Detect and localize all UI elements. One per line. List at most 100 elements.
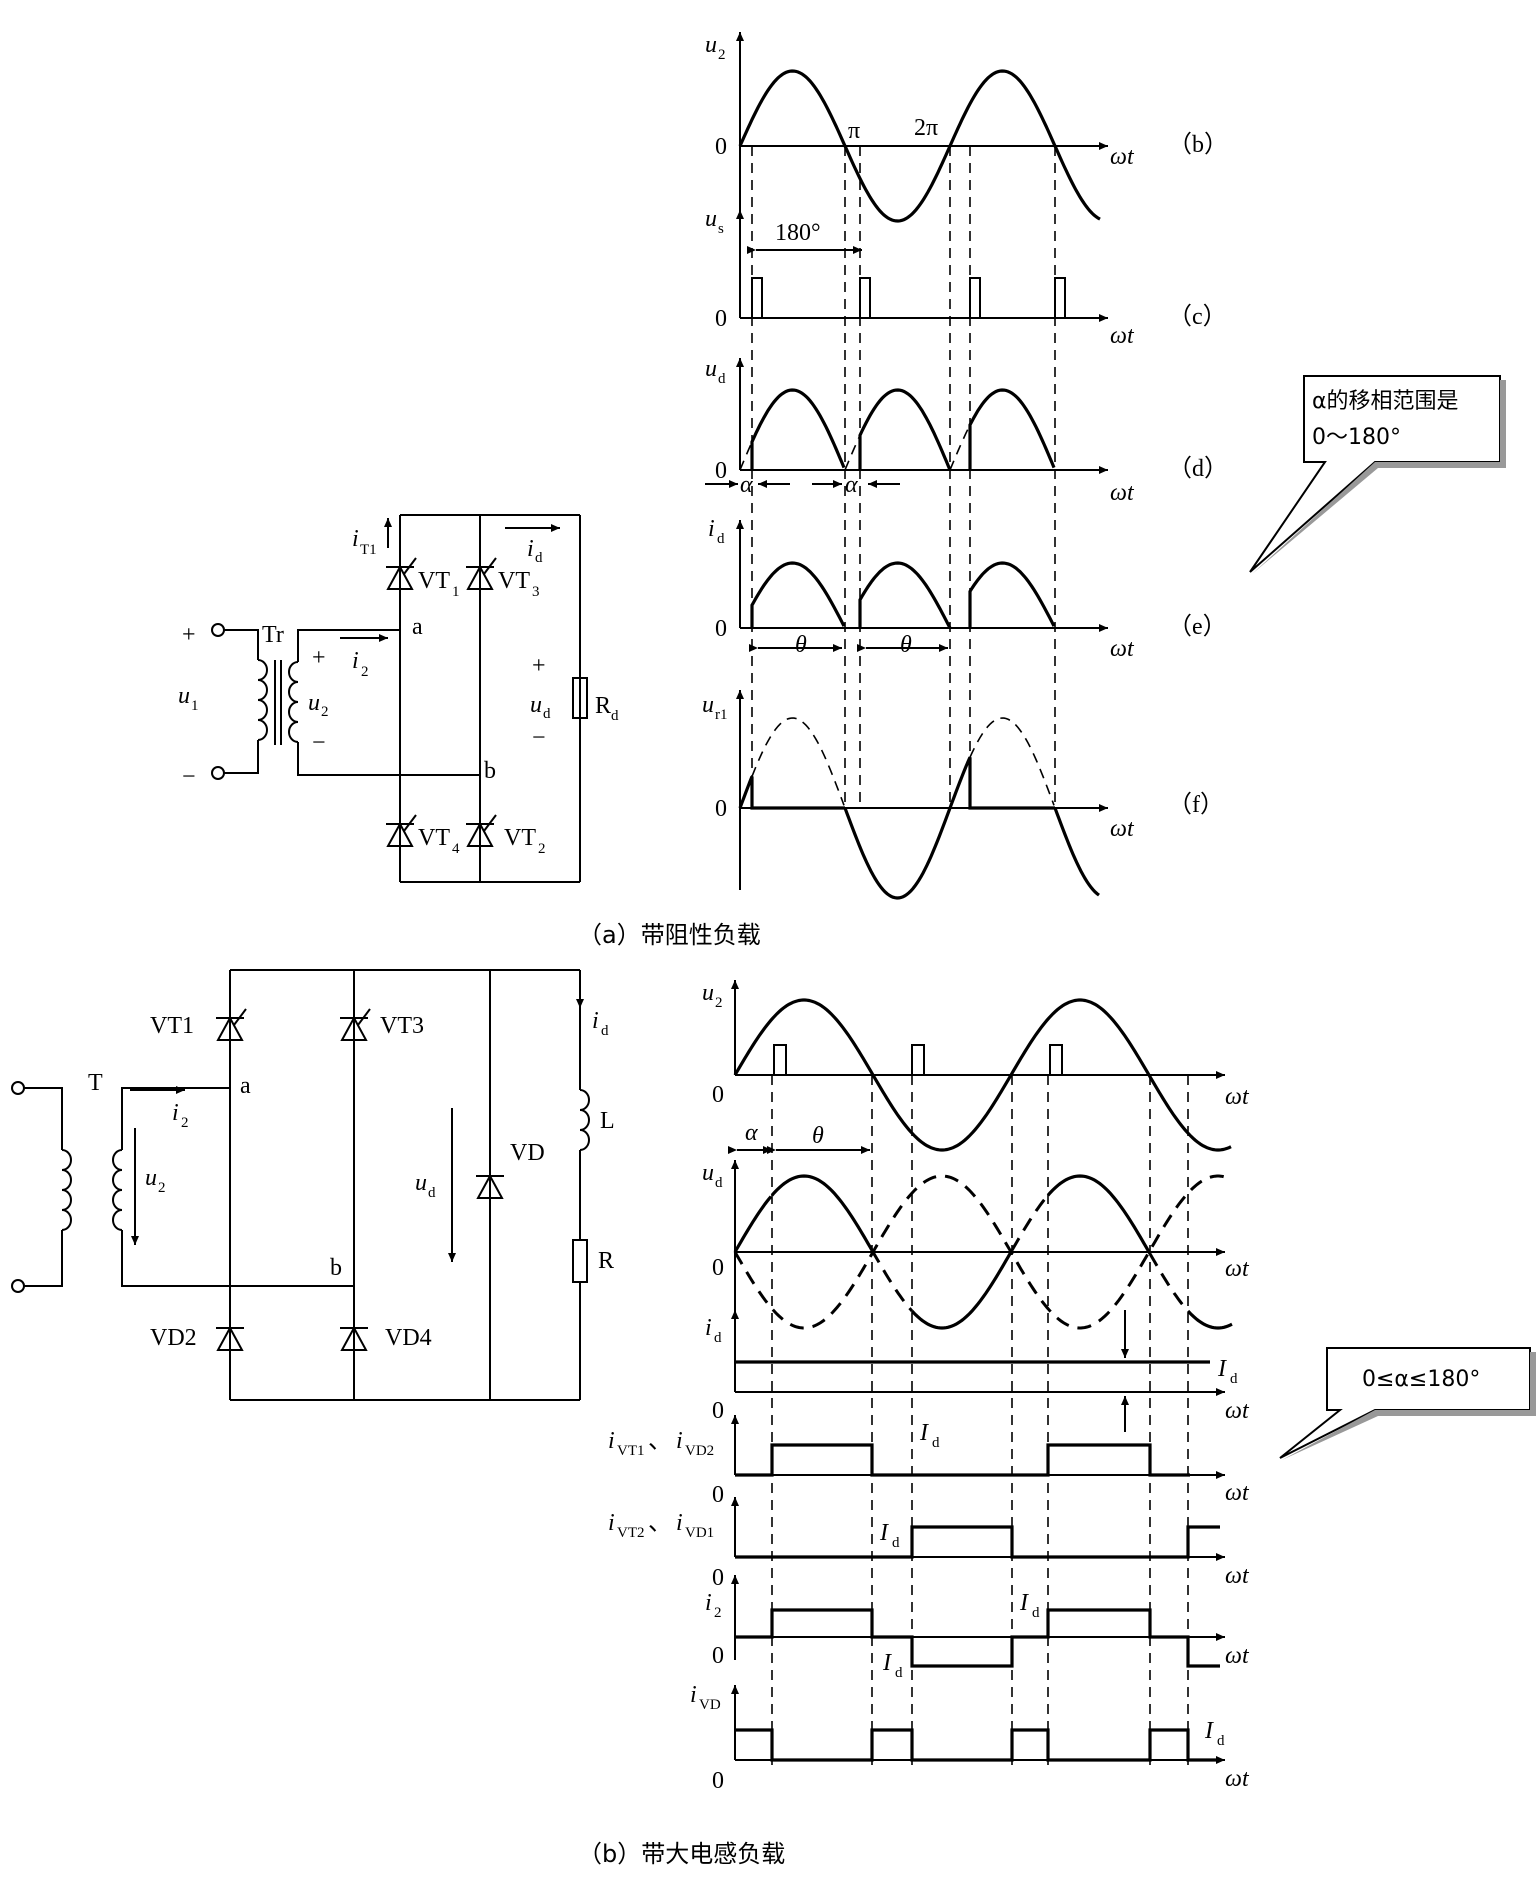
svg-text:0: 0 xyxy=(712,1255,724,1281)
svg-text:180°: 180° xyxy=(775,220,821,246)
svg-text:i: i xyxy=(527,536,534,562)
svg-text:d: d xyxy=(1230,1371,1238,1387)
b-trigger-pulses xyxy=(773,1044,1063,1075)
callout-bottom: 0≤α≤180° xyxy=(1279,1347,1536,1460)
svg-text:ωt: ωt xyxy=(1225,1084,1250,1110)
svg-text:T: T xyxy=(88,1070,103,1096)
top-circuit: + − u 1 Tr + − u 2 i 2 a b VT xyxy=(178,514,619,883)
resistor-rd xyxy=(572,677,588,719)
svg-text:0: 0 xyxy=(712,1643,724,1669)
svg-text:i: i xyxy=(172,1100,179,1126)
svg-text:1: 1 xyxy=(452,584,460,600)
svg-text:s: s xyxy=(718,221,724,237)
bottom-circuit: T i 2 u 2 a b VT1 VT3 xyxy=(11,969,615,1401)
svg-text:、: 、 xyxy=(648,1510,672,1536)
b-ivd-waveform xyxy=(735,1728,1220,1762)
svg-text:u: u xyxy=(415,1170,427,1196)
transformer-label: Tr xyxy=(262,622,284,648)
svg-text:VT: VT xyxy=(504,825,536,851)
ur1-waveform xyxy=(738,756,1100,900)
svg-text:ωt: ωt xyxy=(1110,636,1135,662)
svg-text:a: a xyxy=(240,1073,251,1099)
svg-text:ωt: ωt xyxy=(1225,1256,1250,1282)
svg-text:（b）: （b） xyxy=(1168,132,1228,158)
svg-text:α: α xyxy=(740,472,753,498)
b-ivt2-waveform xyxy=(735,1525,1220,1559)
svg-text:VD: VD xyxy=(510,1140,545,1166)
svg-text:2π: 2π xyxy=(914,115,938,141)
b-secondary-winding xyxy=(112,1149,123,1231)
svg-text:3: 3 xyxy=(532,584,540,600)
svg-text:d: d xyxy=(895,1665,903,1681)
thyristor-b-vt1 xyxy=(216,1008,247,1041)
svg-text:VT1: VT1 xyxy=(150,1013,194,1039)
thyristor-b-vt3 xyxy=(340,1008,371,1041)
top-waveforms: 0 0 0 0 0 u 2 u s u d i d u r1 ωt ωt ωt … xyxy=(702,32,1228,900)
svg-text:d: d xyxy=(601,1023,609,1039)
svg-text:0: 0 xyxy=(712,1768,724,1794)
svg-text:I: I xyxy=(1204,1718,1214,1744)
svg-text:α: α xyxy=(845,472,858,498)
b-ivt1-waveform xyxy=(735,1443,1190,1477)
b-ud-waveform xyxy=(733,1174,1233,1330)
svg-text:b: b xyxy=(484,758,496,784)
svg-text:i: i xyxy=(608,1428,615,1454)
diode-vd-freewheel xyxy=(476,1173,504,1199)
svg-text:ωt: ωt xyxy=(1225,1398,1250,1424)
svg-text:−: − xyxy=(532,725,546,751)
svg-text:d: d xyxy=(1032,1605,1040,1621)
svg-text:θ: θ xyxy=(795,632,807,658)
svg-text:i: i xyxy=(690,1682,697,1708)
thyristor-vt3 xyxy=(466,557,497,590)
thyristor-vt1 xyxy=(386,557,417,590)
svg-text:a: a xyxy=(412,614,423,640)
svg-text:2: 2 xyxy=(361,664,369,680)
svg-text:I: I xyxy=(1217,1356,1227,1382)
svg-text:d: d xyxy=(892,1535,900,1551)
svg-text:α: α xyxy=(745,1120,758,1146)
svg-text:α的移相范围是: α的移相范围是 xyxy=(1312,389,1459,414)
svg-text:d: d xyxy=(714,1330,722,1346)
u1-label: u xyxy=(178,683,190,709)
callout-top: α的移相范围是 0～180° xyxy=(1249,375,1506,574)
svg-text:0: 0 xyxy=(712,1082,724,1108)
svg-text:I: I xyxy=(1019,1590,1029,1616)
terminal-bottom xyxy=(211,766,225,780)
svg-text:VD2: VD2 xyxy=(685,1443,714,1459)
svg-text:ωt: ωt xyxy=(1225,1480,1250,1506)
primary-winding xyxy=(257,659,268,741)
thyristor-vt2 xyxy=(466,814,497,847)
svg-text:i: i xyxy=(592,1008,599,1034)
svg-text:θ: θ xyxy=(812,1123,824,1149)
thyristor-vt4 xyxy=(386,814,417,847)
svg-text:d: d xyxy=(1217,1733,1225,1749)
svg-text:0: 0 xyxy=(715,306,727,332)
svg-text:VT: VT xyxy=(498,568,530,594)
svg-text:u: u xyxy=(530,692,542,718)
svg-text:u: u xyxy=(702,1160,714,1186)
svg-text:VT2: VT2 xyxy=(617,1525,645,1541)
svg-text:i: i xyxy=(708,516,715,542)
svg-text:I: I xyxy=(882,1650,892,1676)
svg-text:2: 2 xyxy=(158,1180,166,1196)
svg-text:−: − xyxy=(312,730,326,756)
svg-text:b: b xyxy=(330,1255,342,1281)
svg-text:0: 0 xyxy=(712,1482,724,1508)
u2-waveform xyxy=(738,69,1101,223)
svg-text:d: d xyxy=(428,1185,436,1201)
svg-text:（d）: （d） xyxy=(1168,456,1228,482)
svg-text:ωt: ωt xyxy=(1225,1766,1250,1792)
svg-text:2: 2 xyxy=(714,1605,722,1621)
svg-text:ωt: ωt xyxy=(1110,816,1135,842)
svg-text:0: 0 xyxy=(715,458,727,484)
svg-text:（c）: （c） xyxy=(1168,304,1227,330)
svg-text:d: d xyxy=(932,1435,940,1451)
svg-text:VD2: VD2 xyxy=(150,1325,197,1351)
caption-b: （b）带大电感负载 xyxy=(578,1840,785,1868)
svg-text:−: − xyxy=(182,764,196,790)
b-primary-winding xyxy=(61,1149,72,1231)
svg-text:ωt: ωt xyxy=(1110,480,1135,506)
svg-text:d: d xyxy=(717,531,725,547)
svg-text:0: 0 xyxy=(712,1398,724,1424)
svg-text:VD1: VD1 xyxy=(685,1525,714,1541)
